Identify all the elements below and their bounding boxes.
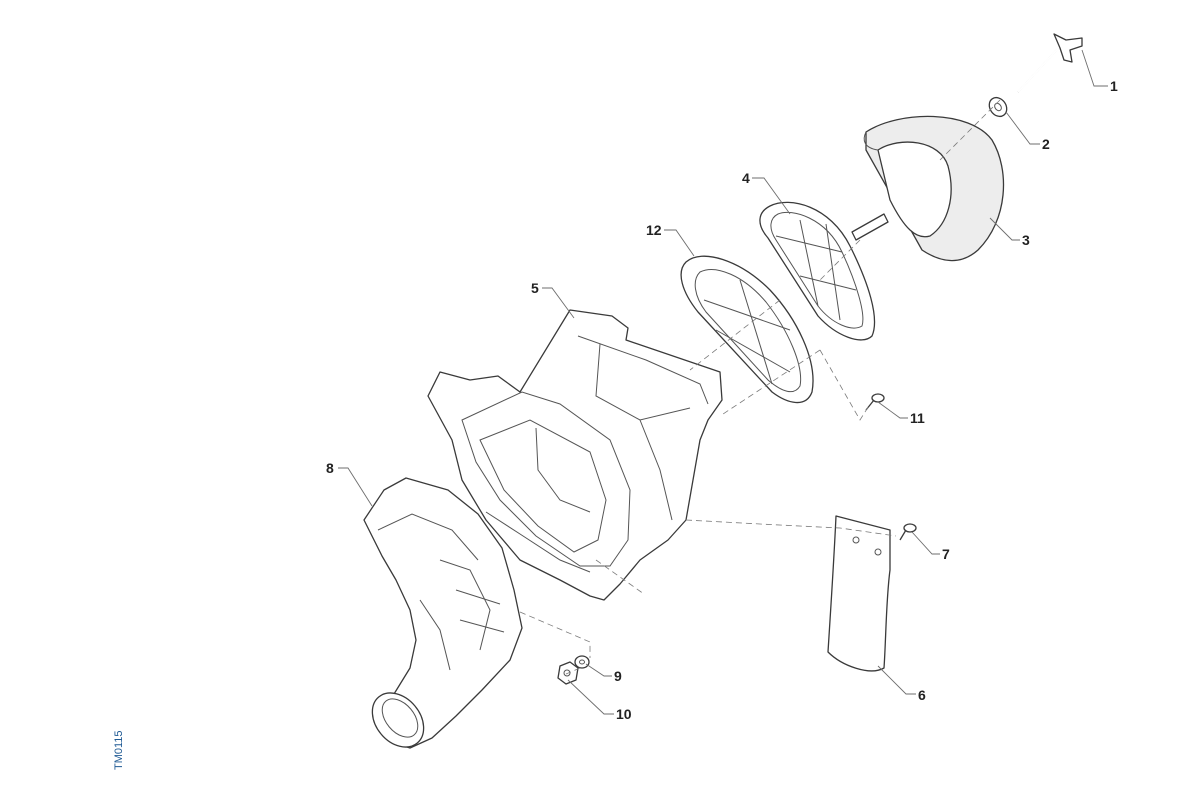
callout-8: 8	[326, 460, 334, 476]
part-5-air-box	[427, 309, 723, 601]
callout-9: 9	[614, 668, 622, 684]
callout-2: 2	[1042, 136, 1050, 152]
callout-3: 3	[1022, 232, 1030, 248]
part-11-screw	[865, 393, 885, 411]
callout-5: 5	[531, 280, 539, 296]
callout-leaders	[338, 49, 1108, 715]
callout-6: 6	[918, 687, 926, 703]
part-12-flange-gasket	[680, 255, 814, 404]
part-7-screw	[899, 523, 917, 541]
part-3-air-filter	[863, 115, 1005, 262]
part-4-filter-cage	[759, 201, 889, 341]
callout-10: 10	[616, 706, 632, 722]
callout-12: 12	[646, 222, 662, 238]
part-6-guard-plate	[827, 515, 891, 672]
callout-labels: 1 2 3 4 5 6 7 8 9 10 11 12	[326, 78, 1118, 722]
reference-code: TM0115	[113, 730, 125, 770]
callout-7: 7	[942, 546, 950, 562]
callout-4: 4	[742, 170, 750, 186]
part-2-washer	[988, 96, 1008, 118]
callout-11: 11	[910, 410, 925, 426]
callout-1: 1	[1110, 78, 1118, 94]
part-1-wing-bolt	[1017, 33, 1083, 93]
assembly-axis-lines	[519, 99, 1001, 675]
part-9-washer	[574, 655, 590, 669]
part-8-intake-boot	[363, 477, 523, 749]
